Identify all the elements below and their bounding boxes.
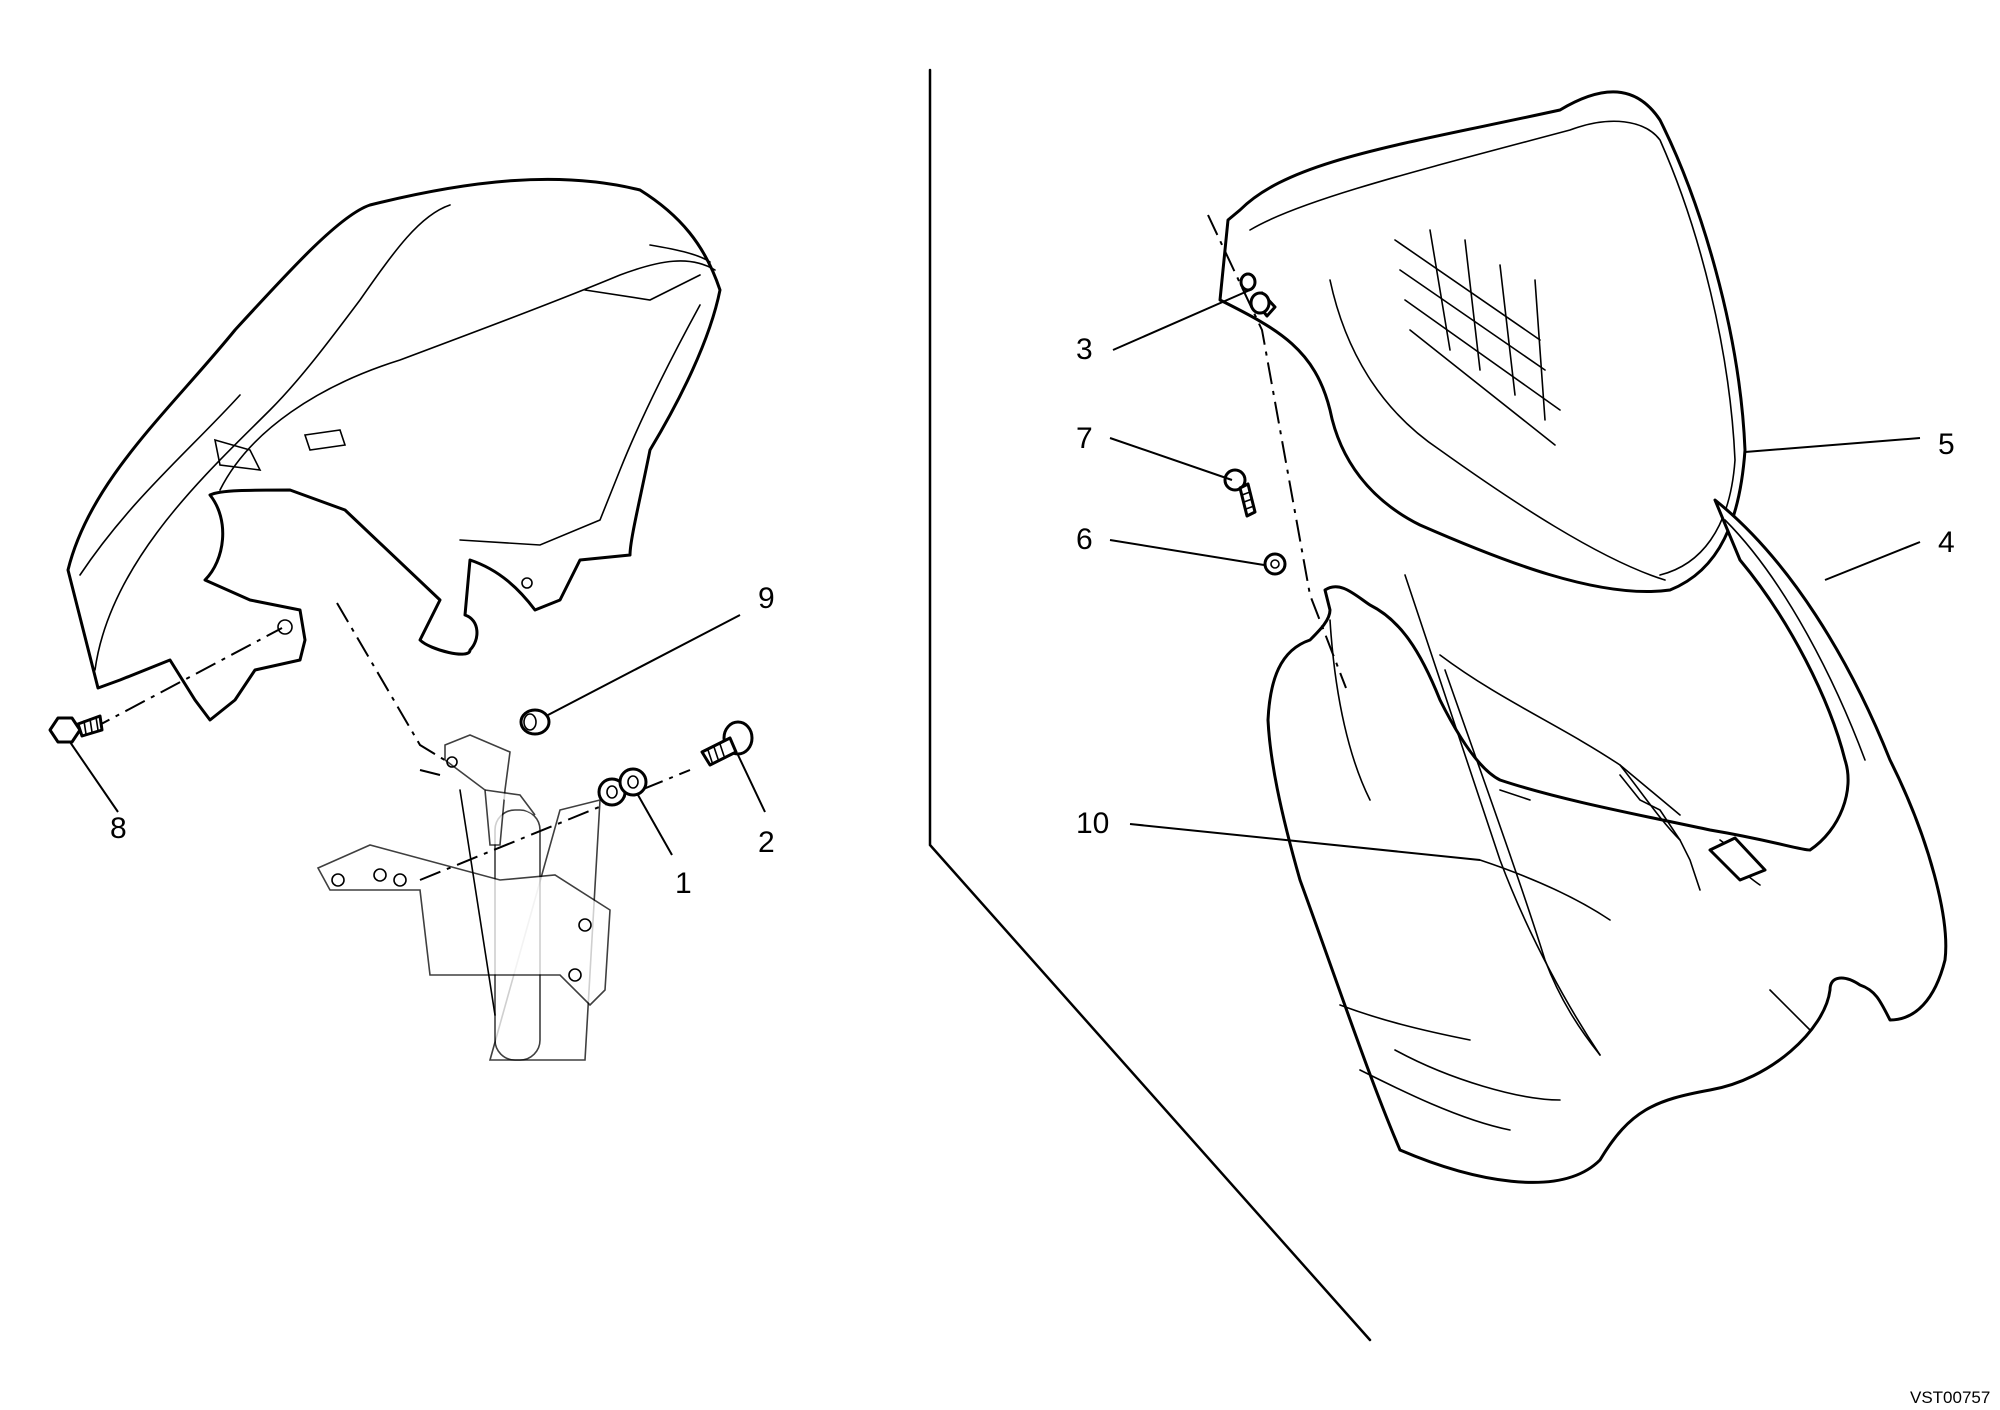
callout-6: 6 xyxy=(1076,523,1093,556)
fairing-shell-4 xyxy=(1266,498,1948,1184)
assembly-axis-windscreen xyxy=(1207,214,1347,689)
right-fairing-assembly xyxy=(1109,90,1948,1184)
hex-bolt-8 xyxy=(48,714,104,744)
panel-divider xyxy=(928,68,1372,1342)
assembly-axis-bolt-8 xyxy=(89,627,283,731)
callout-3: 3 xyxy=(1076,333,1093,366)
callout-10: 10 xyxy=(1076,807,1109,840)
headlight-fairing xyxy=(66,177,722,722)
windscreen-5 xyxy=(1218,90,1747,594)
leader-4 xyxy=(1824,541,1921,581)
callout-4: 4 xyxy=(1938,526,1955,559)
callout-7: 7 xyxy=(1076,422,1093,455)
leader-10 xyxy=(1129,823,1481,861)
callout-9: 9 xyxy=(758,582,775,615)
bushing-pair-1 xyxy=(597,767,648,807)
callout-1: 1 xyxy=(675,867,692,900)
drawing-code: VST00757 xyxy=(1910,1388,1990,1407)
leader-1 xyxy=(637,794,673,856)
left-fairing-assembly xyxy=(48,177,766,1061)
screw-3 xyxy=(1239,272,1277,318)
leader-9 xyxy=(547,614,741,716)
callout-2: 2 xyxy=(758,826,775,859)
nut-6 xyxy=(1263,552,1287,576)
leader-2 xyxy=(737,754,766,813)
callout-5: 5 xyxy=(1938,428,1955,461)
rubber-grommet-9 xyxy=(519,708,551,736)
assembly-axis-bracket xyxy=(336,602,449,763)
fairing-support-bracket xyxy=(316,734,611,1061)
leader-8 xyxy=(69,741,119,813)
fairing-clip-tab xyxy=(1708,836,1767,882)
screw-7 xyxy=(1223,468,1257,518)
shoulder-screw-2 xyxy=(700,720,754,767)
leader-6 xyxy=(1109,539,1265,566)
callout-8: 8 xyxy=(110,812,127,845)
leader-3 xyxy=(1112,289,1251,351)
assembly-axis-bracket-hole xyxy=(419,769,441,776)
leader-5 xyxy=(1744,437,1921,453)
leader-7 xyxy=(1109,437,1233,481)
